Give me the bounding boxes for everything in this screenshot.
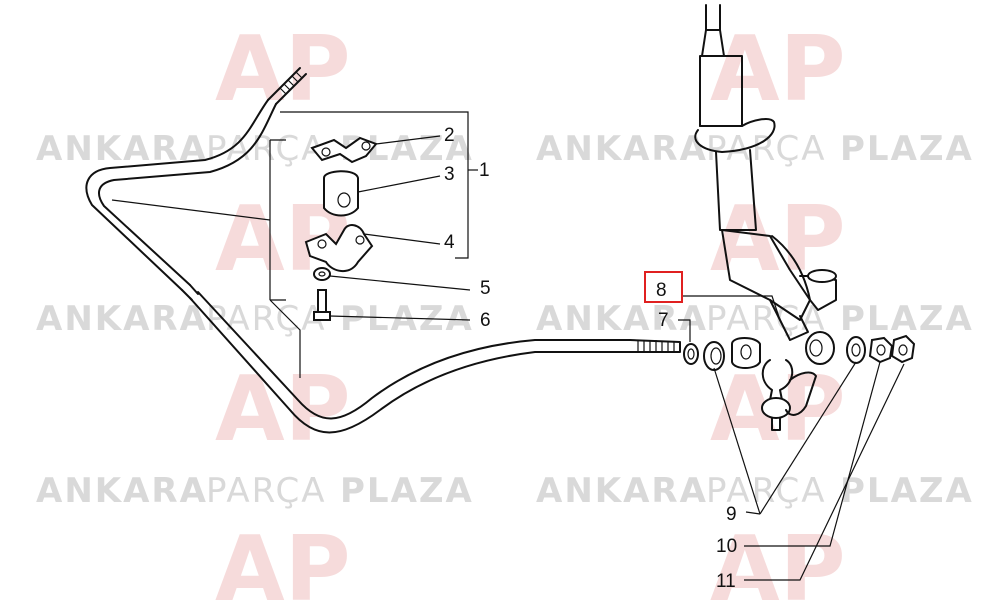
part-cup-washer-2: [846, 336, 866, 364]
callout-3: 3: [444, 164, 455, 185]
callout-9: 9: [726, 504, 737, 525]
stabilizer-bar: [85, 67, 681, 434]
part-link-bushing: [731, 337, 761, 369]
svg-text:PARÇA: PARÇA: [706, 129, 827, 169]
callout-8-highlight: [644, 271, 683, 303]
watermark-row: ANKARA PARÇA PLAZA ANKARA PARÇA PLAZA: [36, 299, 974, 339]
callout-labels: 1 2 3 4 5 6 7 8 9 10 11: [444, 125, 737, 592]
strut-assembly: [694, 4, 837, 431]
svg-text:PLAZA: PLAZA: [840, 129, 974, 169]
callout-5: 5: [480, 278, 491, 299]
part-rubber-bushing: [323, 170, 359, 217]
part-lock-nut: [890, 334, 916, 364]
callout-7: 7: [658, 310, 669, 331]
callout-2: 2: [444, 125, 455, 146]
svg-text:AP: AP: [710, 17, 846, 122]
svg-text:PARÇA: PARÇA: [206, 129, 327, 169]
part-bolt: [313, 289, 331, 321]
mounting-clamp-group: [111, 111, 478, 378]
part-washer-small: [683, 343, 699, 365]
svg-text:PARÇA: PARÇA: [206, 471, 327, 511]
svg-text:AP: AP: [215, 17, 351, 122]
watermark-layer: AP AP AP AP AP AP AP AP ANKARA PARÇA PLA…: [36, 17, 974, 600]
svg-text:PLAZA: PLAZA: [840, 299, 974, 339]
leader-lines: [678, 295, 905, 581]
svg-text:PARÇA: PARÇA: [206, 299, 327, 339]
svg-text:AP: AP: [215, 357, 351, 462]
watermark-logo: AP AP AP AP AP AP AP AP: [215, 17, 846, 600]
part-washer: [313, 267, 331, 281]
svg-text:PLAZA: PLAZA: [340, 471, 474, 511]
svg-text:ANKARA: ANKARA: [36, 129, 208, 169]
svg-text:AP: AP: [215, 517, 351, 600]
svg-text:ANKARA: ANKARA: [536, 299, 708, 339]
callout-6: 6: [480, 310, 491, 331]
part-clamp-lower: [304, 224, 374, 272]
svg-text:ANKARA: ANKARA: [36, 299, 208, 339]
link-parts: [683, 334, 916, 371]
svg-text:ANKARA: ANKARA: [36, 471, 208, 511]
callout-10: 10: [716, 536, 737, 557]
part-nut: [868, 336, 894, 364]
callout-1: 1: [479, 160, 490, 181]
part-clamp-upper: [310, 136, 378, 164]
part-cup-washer: [703, 341, 725, 371]
svg-text:ANKARA: ANKARA: [536, 471, 708, 511]
watermark-row: ANKARA PARÇA PLAZA ANKARA PARÇA PLAZA: [36, 471, 974, 511]
callout-4: 4: [444, 232, 455, 253]
callout-8: 8: [656, 280, 667, 301]
svg-text:PARÇA: PARÇA: [706, 471, 827, 511]
svg-text:PLAZA: PLAZA: [840, 471, 974, 511]
svg-text:ANKARA: ANKARA: [536, 129, 708, 169]
svg-text:PARÇA: PARÇA: [706, 299, 827, 339]
callout-11: 11: [716, 571, 736, 592]
